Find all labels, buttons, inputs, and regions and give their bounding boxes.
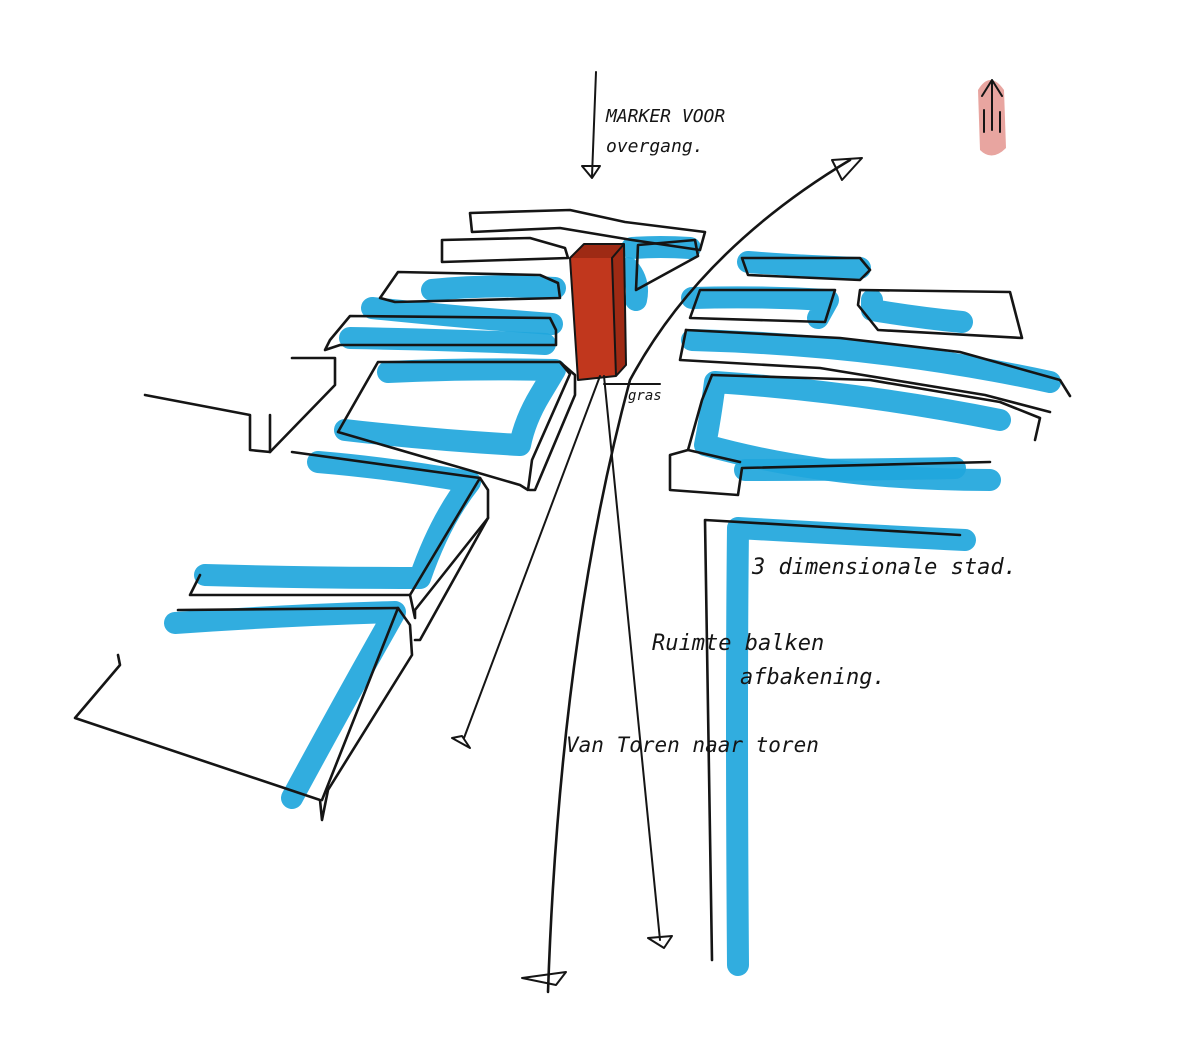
block-right-mid (710, 373, 1042, 442)
block-right-1 (740, 256, 872, 282)
marker-arrow-line (591, 71, 597, 177)
building-blocks (73, 208, 1072, 962)
legend-arrow-icon (981, 79, 1003, 133)
block-back-top (468, 208, 707, 252)
block-left-2 (323, 314, 558, 352)
block-right-mid-body (668, 373, 992, 497)
water-stroke (726, 517, 976, 976)
block-right-3 (856, 288, 1024, 340)
view-arrow-right (603, 375, 661, 941)
view-arrow-left-head (451, 735, 471, 749)
block-left-1 (378, 270, 562, 304)
block-right-4 (684, 328, 1072, 398)
water-stroke (334, 358, 566, 456)
label-ruimte-2: afbakening. (740, 665, 886, 690)
water-stroke (734, 457, 966, 481)
curved-path-arrow (546, 158, 852, 994)
block-left-bottom (73, 606, 414, 822)
block-far-left (143, 356, 337, 454)
block-right-4b (678, 328, 1052, 414)
label-toren: Van Toren naar toren (566, 733, 819, 757)
tower-front (570, 258, 616, 380)
water-stroke (421, 275, 566, 301)
water-stroke (339, 327, 556, 355)
marker-arrow-head (581, 165, 601, 179)
block-left-mid-side (528, 360, 577, 492)
tower-top (570, 244, 624, 258)
block-back-3 (634, 238, 700, 292)
tower-outline (569, 243, 627, 381)
water-stroke (737, 251, 871, 279)
block-left-lower-side (408, 476, 482, 597)
landmark-tower (569, 243, 627, 381)
label-ruimte-1: Ruimte balken (652, 631, 824, 656)
water-strokes (164, 236, 1061, 976)
block-right-mid-side (686, 448, 742, 464)
block-right-2 (688, 288, 837, 324)
label-marker-2: overgang. (606, 136, 704, 157)
curved-path-arrowhead (831, 157, 863, 181)
water-stroke (681, 286, 839, 329)
block-right-long (703, 518, 962, 962)
legend-arrow (978, 79, 1006, 156)
water-stroke (194, 451, 481, 589)
annotations: MARKER VOOR overgang. gras 3 dimensional… (566, 106, 1017, 757)
view-arrow-right-head (647, 935, 673, 949)
block-left-lower-front (413, 516, 490, 642)
water-stroke (681, 329, 1061, 393)
label-stad: 3 dimensionale stad. (751, 555, 1017, 580)
arrows (451, 71, 863, 994)
block-left-lower (188, 450, 490, 620)
label-gras: gras (628, 388, 662, 404)
view-arrow-left (463, 375, 601, 739)
water-stroke (861, 289, 973, 333)
water-stroke (164, 601, 406, 809)
curved-path-tail (521, 971, 567, 986)
label-marker-1: MARKER VOOR (605, 106, 725, 127)
block-back-2 (440, 236, 570, 264)
block-left-bottom-side (320, 606, 400, 802)
